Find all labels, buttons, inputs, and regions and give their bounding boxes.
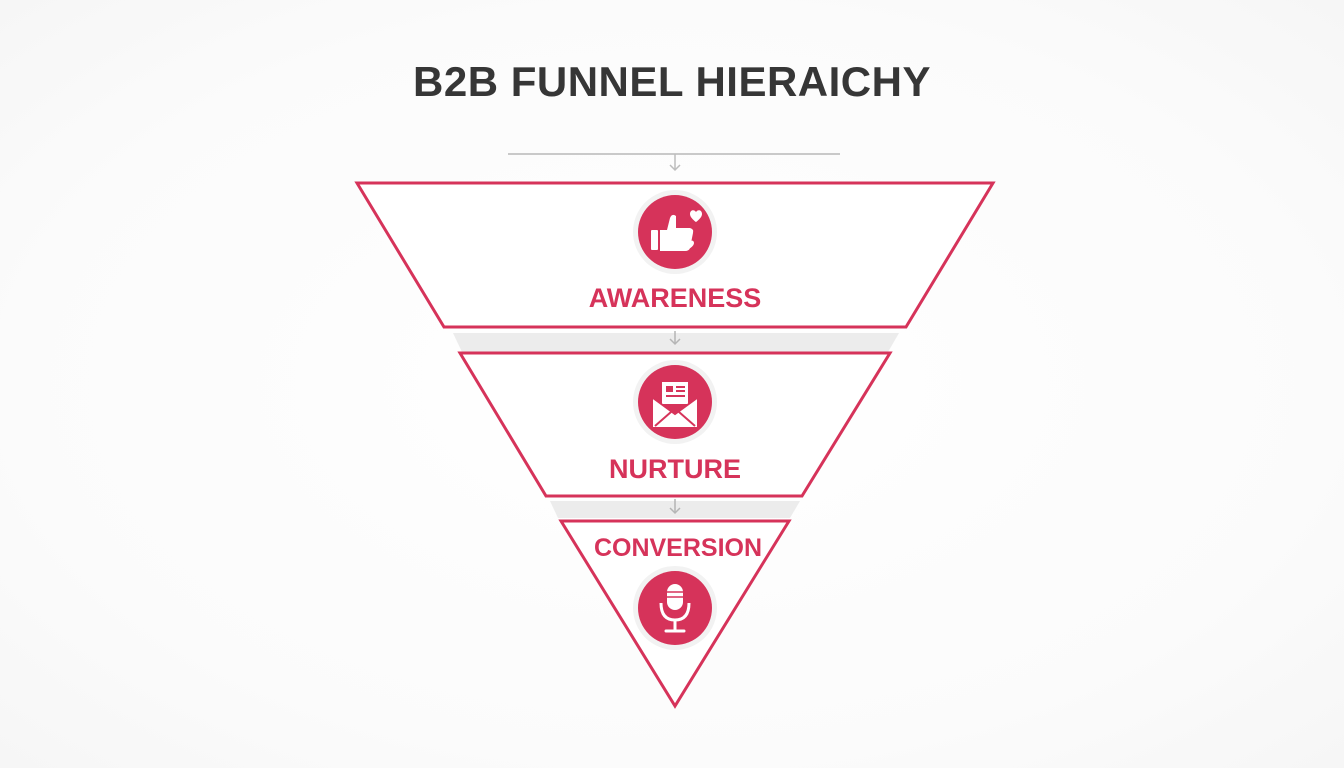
page-title: B2B FUNNEL HIERAICHY	[413, 58, 931, 105]
stage-label-conversion: CONVERSION	[594, 534, 762, 562]
stage-nurture: NURTURE	[457, 351, 893, 498]
stage-awareness: AWARENESS	[354, 181, 996, 329]
stage-label-awareness: AWARENESS	[589, 283, 762, 313]
microphone-icon	[659, 584, 691, 633]
stage-conversion: CONVERSION	[558, 519, 792, 709]
thumbs-up-hearts-icon	[651, 210, 702, 251]
connector-arrow-2	[669, 499, 681, 515]
envelope-newsletter-icon	[652, 382, 698, 427]
connector-arrow-1	[669, 331, 681, 346]
top-connector	[508, 153, 840, 172]
stage-label-nurture: NURTURE	[609, 454, 741, 484]
